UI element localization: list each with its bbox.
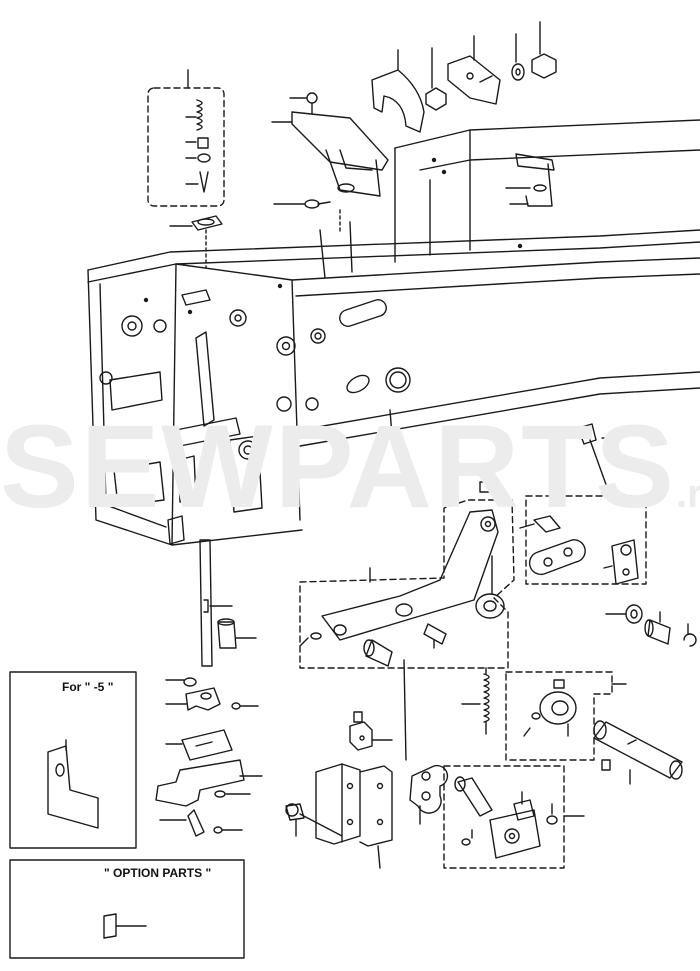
small-set-screw	[479, 471, 491, 493]
bushing	[217, 618, 257, 649]
crank-block-group	[443, 765, 585, 869]
oval-link	[403, 659, 449, 825]
needle-clamp-set	[155, 677, 263, 837]
inset-option-label: " OPTION PARTS "	[104, 866, 212, 880]
roller	[363, 639, 393, 667]
linkage-group	[299, 499, 515, 669]
side-bracket	[505, 153, 555, 207]
main-shaft	[593, 720, 683, 785]
needle-bar	[199, 539, 233, 667]
for5-inset-frame	[9, 671, 137, 849]
snap-ring	[683, 623, 697, 647]
washer-right	[605, 604, 643, 624]
option-parts-inset-frame	[9, 859, 245, 959]
short-shaft	[644, 611, 671, 645]
cam-plate	[371, 49, 425, 133]
small-block	[349, 711, 393, 751]
tension-spring-group	[147, 69, 225, 207]
inset-for5-label: For " -5 "	[62, 680, 114, 694]
washer	[511, 33, 525, 81]
coil-spring	[461, 667, 490, 735]
machine-arm-casting	[87, 119, 700, 546]
hex-nut-1	[425, 47, 447, 111]
connecting-link-group	[519, 423, 647, 585]
eccentric-collar-group	[505, 671, 627, 761]
top-bracket	[271, 92, 389, 233]
guide-block	[285, 763, 393, 869]
guide-plate	[447, 35, 501, 105]
lock-nut	[169, 215, 223, 269]
hex-nut-2	[531, 21, 557, 79]
